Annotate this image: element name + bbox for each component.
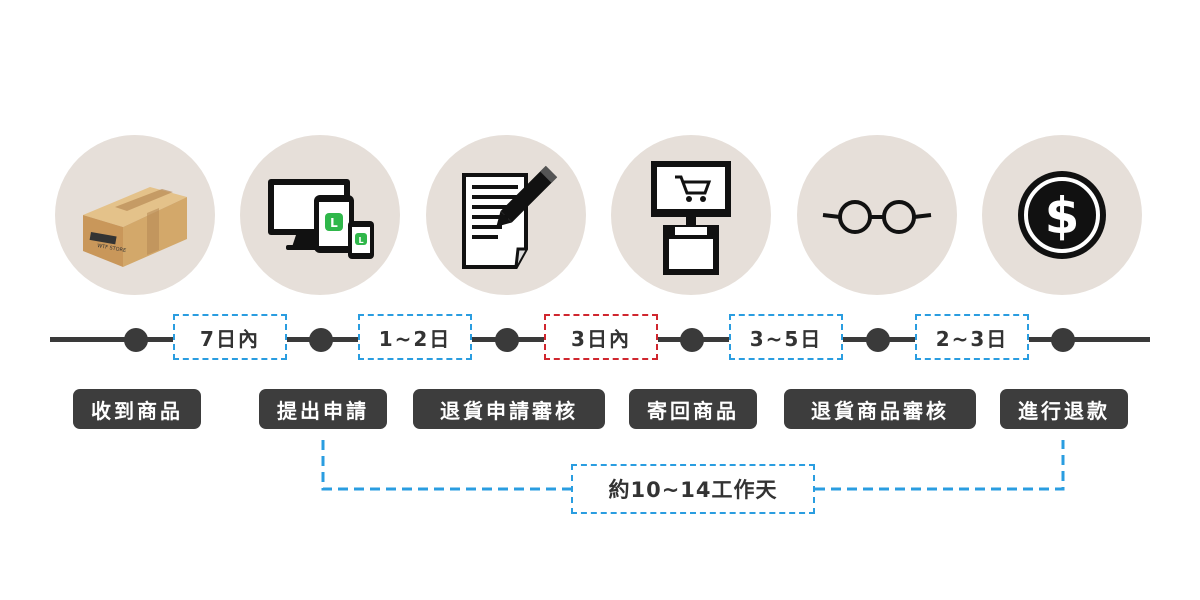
duration-box-1: 7日內 (173, 314, 287, 360)
svg-text:WTF STORE: WTF STORE (97, 243, 127, 254)
step-label-send-back: 寄回商品 (629, 389, 757, 429)
total-duration-box: 約10~14工作天 (571, 464, 815, 514)
shopping-kiosk-icon (651, 161, 731, 275)
step-icon-circle: $ (982, 135, 1142, 295)
duration-box-2: 1~2日 (358, 314, 472, 360)
step-icon-circle (797, 135, 957, 295)
duration-box-3: 3日內 (544, 314, 658, 360)
document-pen-icon (462, 165, 558, 269)
duration-box-5: 2~3日 (915, 314, 1029, 360)
svg-text:$: $ (1045, 187, 1080, 245)
svg-text:L: L (358, 236, 363, 245)
timeline-dot (1051, 328, 1075, 352)
step-label-refund: 進行退款 (1000, 389, 1128, 429)
step-icon-circle (611, 135, 771, 295)
step-icon-circle: WTF STORE (55, 135, 215, 295)
step-label-review-request: 退貨申請審核 (413, 389, 605, 429)
devices-line-app-icon: L L (268, 179, 374, 259)
duration-box-4: 3~5日 (729, 314, 843, 360)
glasses-icon (822, 200, 932, 234)
timeline-dot (309, 328, 333, 352)
package-box-icon: WTF STORE (83, 187, 187, 267)
timeline-dot (124, 328, 148, 352)
step-label-review-goods: 退貨商品審核 (784, 389, 976, 429)
step-icon-circle: L L (240, 135, 400, 295)
dollar-coin-icon: $ (1018, 171, 1106, 259)
step-label-receive: 收到商品 (73, 389, 201, 429)
timeline-dot (495, 328, 519, 352)
step-label-apply: 提出申請 (259, 389, 387, 429)
timeline-dot (680, 328, 704, 352)
svg-text:L: L (330, 216, 338, 230)
step-icon-circle (426, 135, 586, 295)
timeline-dot (866, 328, 890, 352)
